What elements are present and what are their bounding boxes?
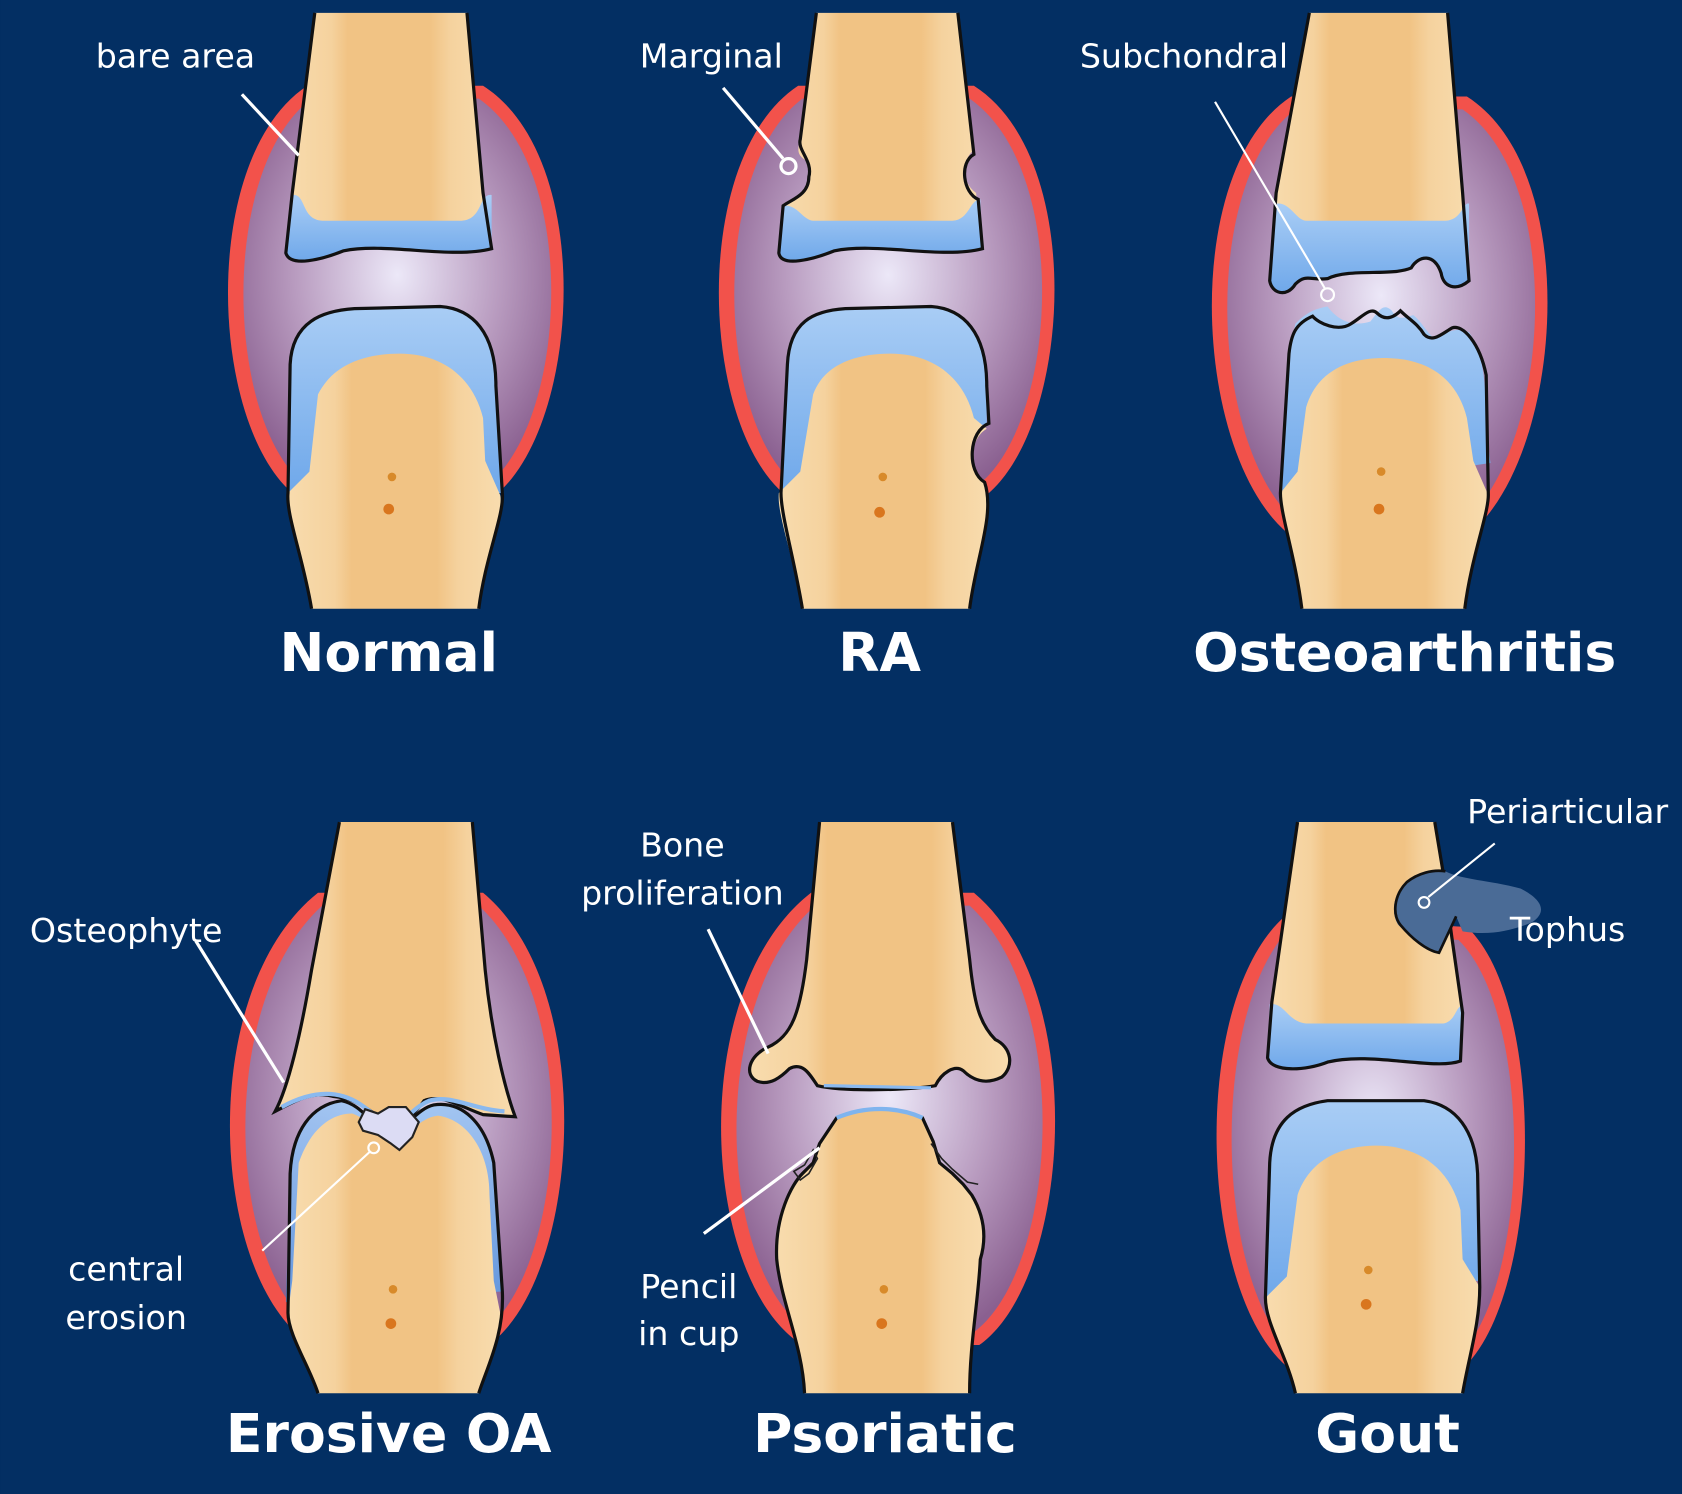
proximal-cartilage [285,194,492,262]
marrow-spot [383,503,395,515]
panel-normal: bare area Normal [96,12,564,684]
leader-line [194,940,286,1084]
distal-bone [1280,357,1489,609]
label-marginal: Marginal [640,37,783,76]
proximal-bone [778,12,983,262]
distal-bone [1265,1145,1480,1394]
marrow-spot [874,506,885,518]
leader-dot [367,1141,381,1155]
label-bare-area: bare area [96,37,255,76]
panel-psoriatic: Bone proliferation Pencil in cup Psoriat… [581,821,1056,1465]
leader-line [706,928,770,1055]
thin-cartilage [823,1084,932,1090]
label-bone: Bone [640,825,725,864]
label-in-cup: in cup [638,1314,739,1353]
marrow-spot [879,1285,889,1294]
panel-title: Psoriatic [753,1402,1017,1465]
thin-cartilage [835,1106,924,1120]
label-subchondral: Subchondral [1080,37,1288,76]
panel-title: Osteoarthritis [1193,621,1616,684]
leader-line [1214,101,1327,290]
label-periarticular: Periarticular [1467,792,1668,831]
label-central: central [68,1250,184,1289]
leader-dot [1320,287,1336,303]
panel-title: Gout [1315,1402,1460,1465]
leader-line [240,93,300,157]
leader-dot [1417,895,1431,909]
proximal-cartilage [778,199,983,262]
leader-dot [779,157,798,176]
label-pencil: Pencil [640,1267,737,1306]
marrow-spot [1376,467,1386,476]
label-osteophyte: Osteophyte [30,911,223,950]
panel-gout: Periarticular Tophus Gout [1216,792,1668,1465]
label-tophus: Tophus [1509,910,1625,949]
leader-line [721,86,785,160]
marrow-spot [1360,1298,1372,1310]
marrow-spot [876,1318,888,1329]
panel-title: Erosive OA [226,1402,552,1465]
panel-osteoarthritis: Subchondral Osteoarthritis [1080,12,1616,684]
proximal-bone [275,822,516,1123]
proximal-cartilage [1267,1004,1463,1069]
leader-line [702,1146,821,1235]
distal-bone [287,353,501,609]
proximal-bone [285,12,492,262]
central-erosion [357,1106,420,1152]
proximal-cartilage [1269,203,1470,293]
panel-title: Normal [280,621,498,684]
panel-title: RA [838,621,921,684]
marrow-spot [387,472,397,482]
erosion-edge [792,1143,979,1186]
panel-ra: Marginal RA [640,12,1055,684]
label-proliferation: proliferation [581,874,784,913]
marrow-spot [878,472,888,482]
leader-line [261,1151,371,1252]
marrow-spot [385,1318,397,1329]
panel-erosive-oa: Osteophyte central erosion Erosive OA [30,821,565,1465]
distal-bone [776,1108,984,1394]
distal-bone [287,1113,501,1394]
marrow-spot [388,1285,398,1294]
marrow-spot [1373,503,1385,515]
leader-line [1427,842,1496,898]
marrow-spot [1364,1265,1373,1275]
tophus [1393,870,1542,953]
label-erosion: erosion [65,1298,187,1337]
distal-bone [778,353,988,609]
